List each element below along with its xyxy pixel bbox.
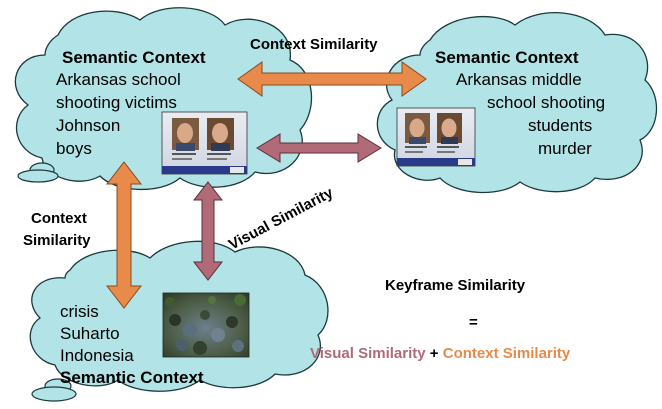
top-left-line-2: shooting victims: [56, 93, 177, 112]
formula-equals: =: [469, 314, 478, 331]
visual-arrow-horizontal: [256, 133, 382, 163]
top-left-heading: Semantic Context: [62, 48, 206, 67]
keyframe-boys-left: [161, 111, 248, 175]
keyframe-crowd: [162, 292, 250, 358]
top-right-line-3: students: [528, 116, 593, 135]
top-right-line-1: Arkansas middle: [456, 70, 582, 89]
context-arrow-vertical: [105, 161, 143, 309]
formula-expression: Visual Similarity + Context Similarity: [310, 344, 570, 363]
top-left-line-3: Johnson: [56, 116, 121, 135]
bottom-heading: Semantic Context: [60, 368, 204, 387]
bottom-line-1: crisis: [60, 302, 99, 321]
bottom-line-3: Indonesia: [60, 346, 134, 365]
top-left-line-4: boys: [56, 139, 92, 158]
cloud-tail-bottom: [31, 386, 77, 402]
top-left-line-1: Arkansas school: [56, 70, 181, 89]
formula-context-term: Context Similarity: [442, 345, 571, 362]
context-similarity-left-label-2: Similarity: [23, 232, 91, 249]
top-right-heading: Semantic Context: [435, 48, 579, 67]
context-similarity-left-label-1: Context: [31, 210, 87, 227]
top-right-line-4: murder: [538, 139, 592, 158]
visual-similarity-label: Visual Similarity: [226, 184, 337, 254]
keyframe-boys-right: [396, 107, 476, 167]
visual-arrow-vertical: [192, 181, 224, 281]
formula-title: Keyframe Similarity: [385, 277, 526, 294]
context-arrow-horizontal: [237, 61, 427, 97]
bottom-line-2: Suharto: [60, 324, 120, 343]
top-right-line-2: school shooting: [487, 93, 606, 112]
context-similarity-top-label: Context Similarity: [250, 36, 378, 53]
formula-plus: +: [425, 345, 443, 362]
formula-visual-term: Visual Similarity: [310, 345, 426, 362]
cloud-tail-top-left: [17, 169, 59, 183]
